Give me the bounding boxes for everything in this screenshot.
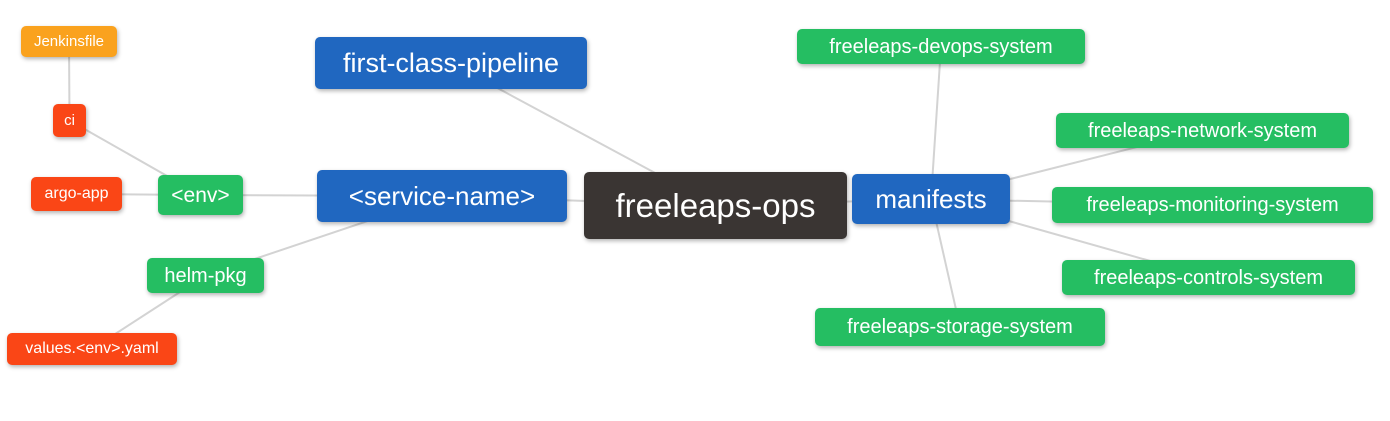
node-label: freeleaps-devops-system <box>829 35 1053 58</box>
node-label: freeleaps-monitoring-system <box>1086 194 1339 216</box>
node-ci[interactable]: ci <box>53 104 86 137</box>
node-first-class-pipeline[interactable]: first-class-pipeline <box>315 37 587 89</box>
node-freeleaps-storage-system[interactable]: freeleaps-storage-system <box>815 308 1105 346</box>
node-label: helm-pkg <box>164 264 247 287</box>
node-freeleaps-devops-system[interactable]: freeleaps-devops-system <box>797 29 1085 64</box>
node-manifests[interactable]: manifests <box>852 174 1010 224</box>
node-label: ci <box>64 112 75 129</box>
node-label: freeleaps-storage-system <box>847 316 1073 338</box>
node-label: Jenkinsfile <box>33 33 105 50</box>
edge-manifests--freeleaps-devops-system <box>930 45 942 200</box>
node-freeleaps-network-system[interactable]: freeleaps-network-system <box>1056 113 1349 148</box>
node-jenkinsfile[interactable]: Jenkinsfile <box>21 26 117 57</box>
node-label: values.<env>.yaml <box>25 340 159 357</box>
node-service-name[interactable]: <service-name> <box>317 170 567 222</box>
node-freeleaps-monitoring-system[interactable]: freeleaps-monitoring-system <box>1052 187 1373 223</box>
node-argo-app[interactable]: argo-app <box>31 177 122 211</box>
node-label: freeleaps-network-system <box>1088 119 1317 142</box>
node-label: manifests <box>875 184 987 214</box>
node-label: <service-name> <box>348 181 536 211</box>
node-label: first-class-pipeline <box>342 47 560 78</box>
node-freeleaps-ops[interactable]: freeleaps-ops <box>584 172 847 239</box>
node-env[interactable]: <env> <box>158 175 243 215</box>
node-freeleaps-controls-system[interactable]: freeleaps-controls-system <box>1062 260 1355 295</box>
node-label: freeleaps-ops <box>615 187 816 224</box>
node-values-env-yaml[interactable]: values.<env>.yaml <box>7 333 177 365</box>
node-label: argo-app <box>44 185 109 202</box>
node-label: freeleaps-controls-system <box>1094 266 1323 289</box>
node-helm-pkg[interactable]: helm-pkg <box>147 258 264 293</box>
node-label: <env> <box>171 183 230 207</box>
